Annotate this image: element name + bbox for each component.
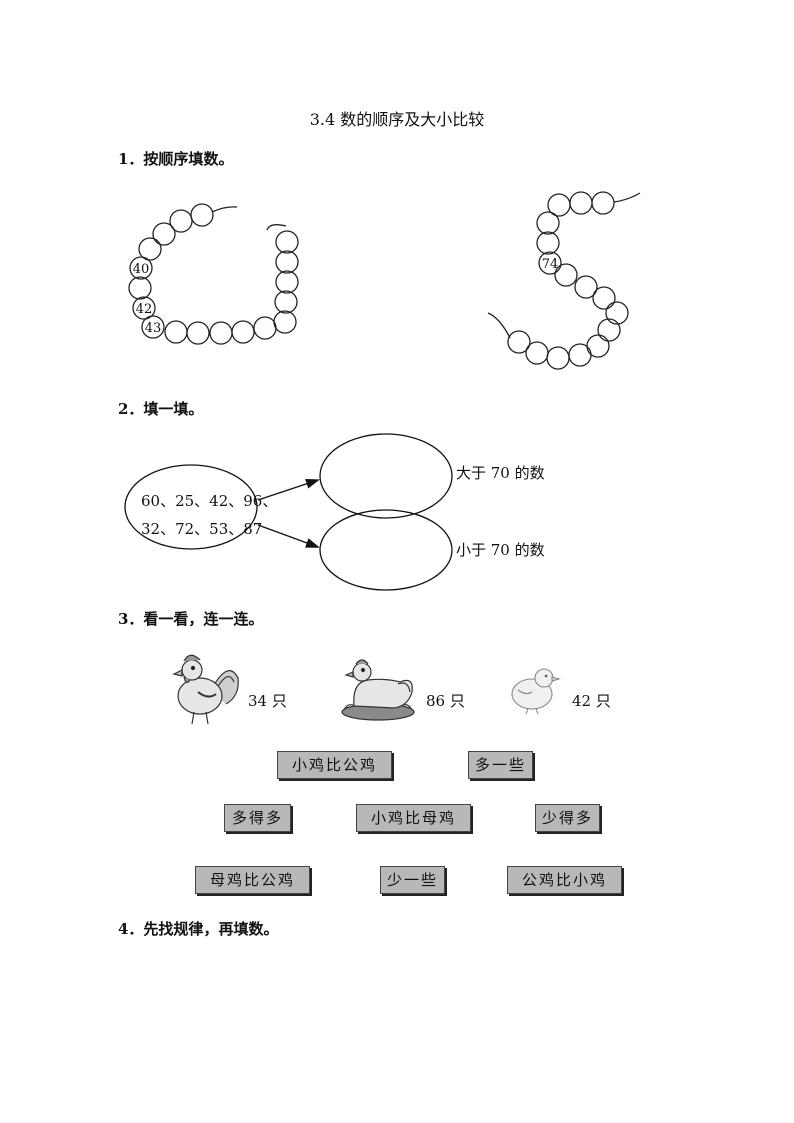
bead-string-left-right-tail [266,224,287,231]
bead [597,318,621,342]
card-a-bit-more[interactable]: 多一些 [468,751,533,779]
chick-illustration [511,668,562,715]
hen-count: 86 只 [426,692,465,710]
bead [568,343,592,367]
page-title: 3.4 数的顺序及大小比较 [309,110,485,129]
question-3-heading: 3．看一看，连一连。 [118,610,264,628]
question-4-heading: 4．先找规律，再填数。 [118,920,279,938]
less-than-70-oval [319,509,453,591]
hen-illustration [341,659,415,721]
bead [275,250,299,274]
source-numbers-oval [124,464,258,550]
bead [138,237,162,261]
bead [275,270,299,294]
card-rooster-vs-chick[interactable]: 公鸡比小鸡 [507,866,622,894]
bead [507,330,531,354]
question-1-heading: 1．按顺序填数。 [118,150,234,168]
bead-label: 74 [542,257,559,272]
bead [525,341,549,365]
bead [538,251,562,275]
numbers-line-1: 60、25、42、96、 [141,492,277,510]
bead [569,191,593,215]
bead-label: 40 [133,262,150,277]
card-chick-vs-rooster[interactable]: 小鸡比公鸡 [277,751,392,779]
greater-than-70-label: 大于 70 的数 [456,464,545,482]
bead-string-right-top-tail [613,192,641,203]
card-a-bit-less[interactable]: 少一些 [380,866,445,894]
bead [141,315,165,339]
bead [190,203,214,227]
rooster-illustration [172,654,239,725]
card-much-less[interactable]: 少得多 [535,804,600,832]
less-than-70-label: 小于 70 的数 [456,541,545,559]
bead-label: 43 [145,321,162,336]
bead [547,193,571,217]
chick-count: 42 只 [572,692,611,710]
bead [554,263,578,287]
bead [574,275,598,299]
bead-string-left-top-tail [211,206,238,213]
bead [274,290,298,314]
bead [231,320,255,344]
bead [536,211,560,235]
bead [186,321,210,345]
bead [536,231,560,255]
card-much-more[interactable]: 多得多 [224,804,291,832]
arrow-to-less [257,524,320,548]
question-2-heading: 2．填一填。 [118,400,204,418]
arrow-to-greater [257,479,320,501]
numbers-line-2: 32、72、53、87 [141,520,262,538]
bead [129,256,153,280]
bead-string-right [487,191,641,370]
greater-than-70-oval [319,433,453,519]
bead [128,276,152,300]
bead [164,320,188,344]
bead [273,310,297,334]
bead-string-right-bottom-tail [487,312,511,339]
bead [592,286,616,310]
bead [253,316,277,340]
bead [275,230,299,254]
bead-string-left [128,203,299,345]
bead-label: 42 [136,302,153,317]
bead-strings: 40 42 43 74 [128,191,641,370]
card-chick-vs-hen[interactable]: 小鸡比母鸡 [356,804,471,832]
sorting-diagram: 60、25、42、96、 32、72、53、87 大于 70 的数 小于 70 … [124,433,545,591]
card-hen-vs-rooster[interactable]: 母鸡比公鸡 [195,866,310,894]
bead [132,296,156,320]
bead [169,209,193,233]
bead [605,301,629,325]
bead [209,321,233,345]
rooster-count: 34 只 [248,692,287,710]
bead [152,222,176,246]
bead [546,346,570,370]
bead [591,191,615,215]
